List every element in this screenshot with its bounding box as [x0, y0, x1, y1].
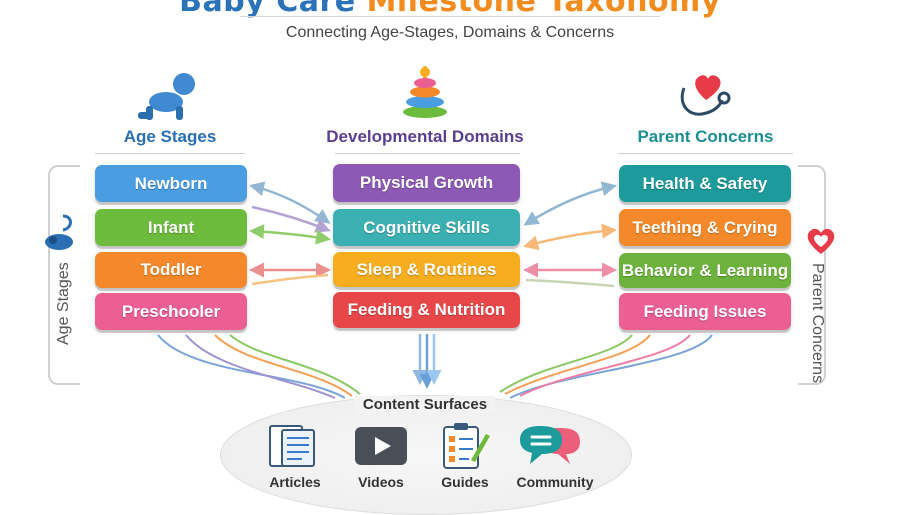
parent-concerns-bracket	[798, 165, 826, 385]
baby-bouncer-icon	[45, 214, 73, 250]
surface-label-guides[interactable]: Guides	[441, 474, 489, 490]
age-box-infant[interactable]: Infant	[95, 209, 247, 246]
crawling-baby-icon	[138, 73, 195, 120]
domains-heading: Developmental Domains	[326, 127, 524, 146]
stethoscope-heart-icon	[680, 75, 731, 116]
domain-box-cognitive-skills[interactable]: Cognitive Skills	[333, 209, 520, 246]
title-part-1: Baby Care	[179, 0, 356, 19]
concern-box-teething-crying[interactable]: Teething & Crying	[619, 209, 791, 246]
age-heading-divider	[95, 153, 245, 154]
concern-box-health-safety[interactable]: Health & Safety	[619, 165, 791, 202]
concern-box-behavior-learning[interactable]: Behavior & Learning	[619, 253, 791, 288]
age-box-preschooler[interactable]: Preschooler	[95, 293, 247, 330]
age-stages-side-label: Age Stages	[55, 262, 72, 345]
chat-icon[interactable]	[518, 424, 582, 470]
age-domain-arrows	[249, 181, 331, 286]
page-title: Baby Care Milestone Taxonomy	[0, 0, 900, 19]
concern-domain-arrows	[523, 181, 617, 288]
heart-icon	[807, 228, 835, 254]
domain-box-physical-growth[interactable]: Physical Growth	[333, 164, 520, 202]
parent-concerns-side-label: Parent Concerns	[809, 263, 826, 384]
video-icon[interactable]	[354, 426, 408, 468]
surface-label-community[interactable]: Community	[516, 474, 594, 490]
checklist-icon[interactable]	[441, 422, 491, 470]
concern-surface-curves	[499, 334, 713, 399]
domain-box-feeding-nutrition[interactable]: Feeding & Nutrition	[333, 292, 520, 328]
concern-box-feeding-issues[interactable]: Feeding Issues	[619, 293, 791, 330]
concerns-heading-divider	[618, 153, 793, 154]
age-box-toddler[interactable]: Toddler	[95, 252, 247, 288]
age-stages-heading: Age Stages	[123, 127, 217, 146]
surface-label-videos[interactable]: Videos	[358, 474, 404, 490]
title-part-2: Milestone Taxonomy	[366, 0, 721, 19]
concerns-heading: Parent Concerns	[637, 127, 774, 146]
surface-label-articles[interactable]: Articles	[269, 474, 321, 490]
article-icon[interactable]	[266, 424, 318, 468]
age-box-newborn[interactable]: Newborn	[95, 165, 247, 202]
age-surface-curves	[157, 334, 361, 399]
subtitle: Connecting Age-Stages, Domains & Concern…	[285, 24, 615, 41]
stacking-rings-icon	[403, 66, 447, 118]
domain-surface-arrows	[412, 334, 442, 389]
domains-heading-divider	[335, 153, 520, 154]
domain-box-sleep-routines[interactable]: Sleep & Routines	[333, 252, 520, 287]
age-stages-bracket	[48, 165, 80, 385]
content-surfaces-heading: Content Surfaces	[355, 396, 495, 413]
title-divider	[240, 16, 660, 17]
